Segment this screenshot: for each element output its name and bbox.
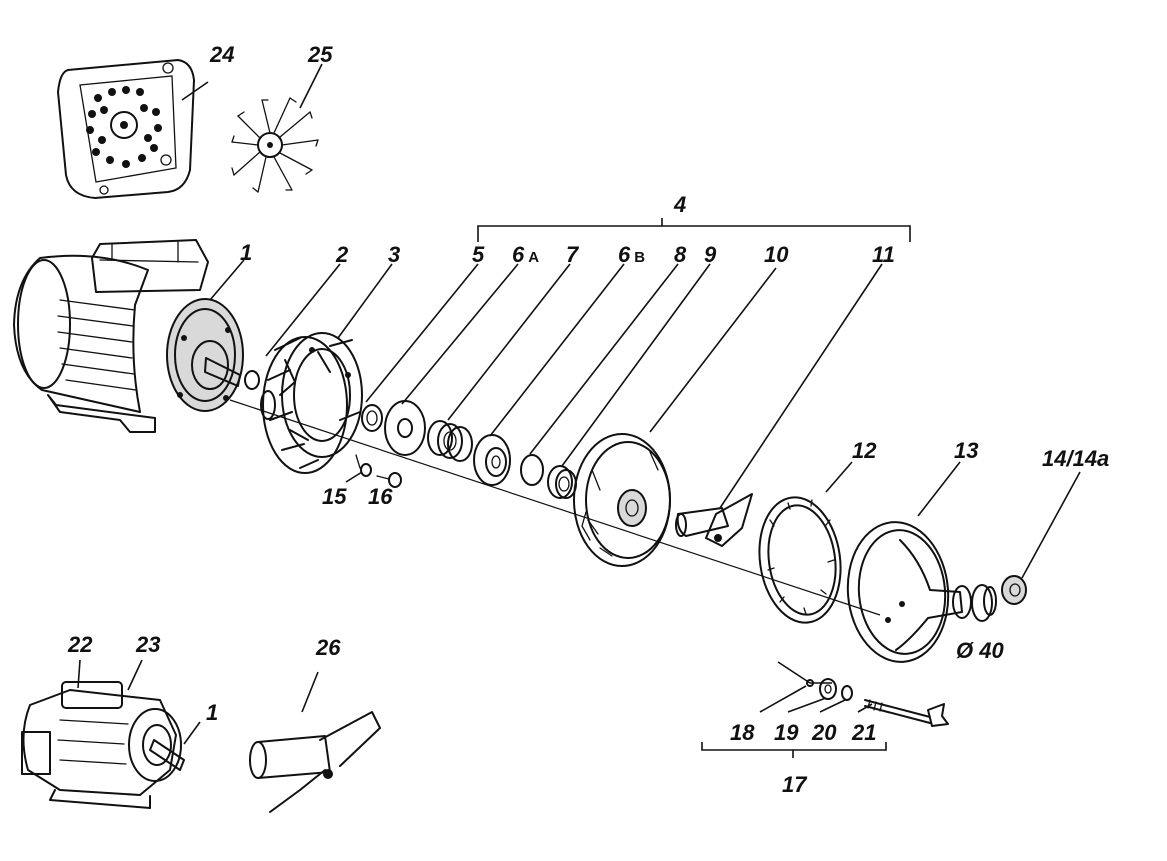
part-6b-seal-ring (473, 434, 511, 486)
label-21: 21 (851, 720, 876, 745)
part-19-nut (819, 678, 837, 700)
part-3-bracket (260, 332, 363, 474)
part-12-gasket (758, 496, 842, 624)
part-21-wing-bolt (864, 699, 949, 727)
label-diameter-40: Ø 40 (956, 638, 1004, 663)
label-7: 7 (566, 242, 580, 267)
label-23: 23 (135, 632, 160, 657)
label-10: 10 (764, 242, 789, 267)
label-5: 5 (472, 242, 485, 267)
part-20-washer (841, 685, 853, 701)
label-25: 25 (307, 42, 333, 67)
part-5-circlip (361, 404, 383, 432)
part-7-spring (427, 420, 473, 462)
label-15: 15 (322, 484, 347, 509)
part-14-coupling (971, 575, 1027, 622)
label-1-small-motor: 1 (206, 700, 218, 725)
part-26-impeller-alt (249, 711, 381, 813)
label-16: 16 (368, 484, 393, 509)
label-18: 18 (730, 720, 755, 745)
label-17: 17 (782, 772, 808, 797)
part-13-pump-casing (846, 521, 972, 663)
label-26: 26 (315, 635, 341, 660)
label-4: 4 (673, 192, 686, 217)
label-20: 20 (811, 720, 837, 745)
label-9: 9 (704, 242, 717, 267)
label-24: 24 (209, 42, 234, 67)
leader-lines (77, 63, 1081, 745)
part-10-backplate (573, 433, 671, 567)
part-8-o-ring (520, 454, 544, 486)
label-12: 12 (852, 438, 877, 463)
label-3: 3 (388, 242, 400, 267)
bracket-4 (477, 218, 911, 242)
label-8: 8 (674, 242, 687, 267)
part-16-nut (376, 472, 402, 488)
label-1: 1 (240, 240, 252, 265)
part-22-motor-alt (21, 681, 185, 809)
part-25-fan (231, 97, 319, 193)
label-19: 19 (774, 720, 799, 745)
part-24-fan-cover (57, 59, 195, 199)
part-6a-washer (384, 400, 426, 456)
part-15-screw (355, 454, 372, 477)
label-13: 13 (954, 438, 978, 463)
part-1-motor (13, 239, 244, 433)
part-11-impeller (675, 493, 753, 547)
part-2-ring (244, 370, 260, 390)
bracket-17 (701, 742, 887, 758)
part-9-seal-seat (547, 465, 577, 499)
label-14: 14/14a (1042, 446, 1109, 471)
label-11: 11 (872, 242, 895, 267)
label-2: 2 (335, 242, 349, 267)
leader-17-pointer (777, 661, 832, 684)
label-22: 22 (67, 632, 93, 657)
